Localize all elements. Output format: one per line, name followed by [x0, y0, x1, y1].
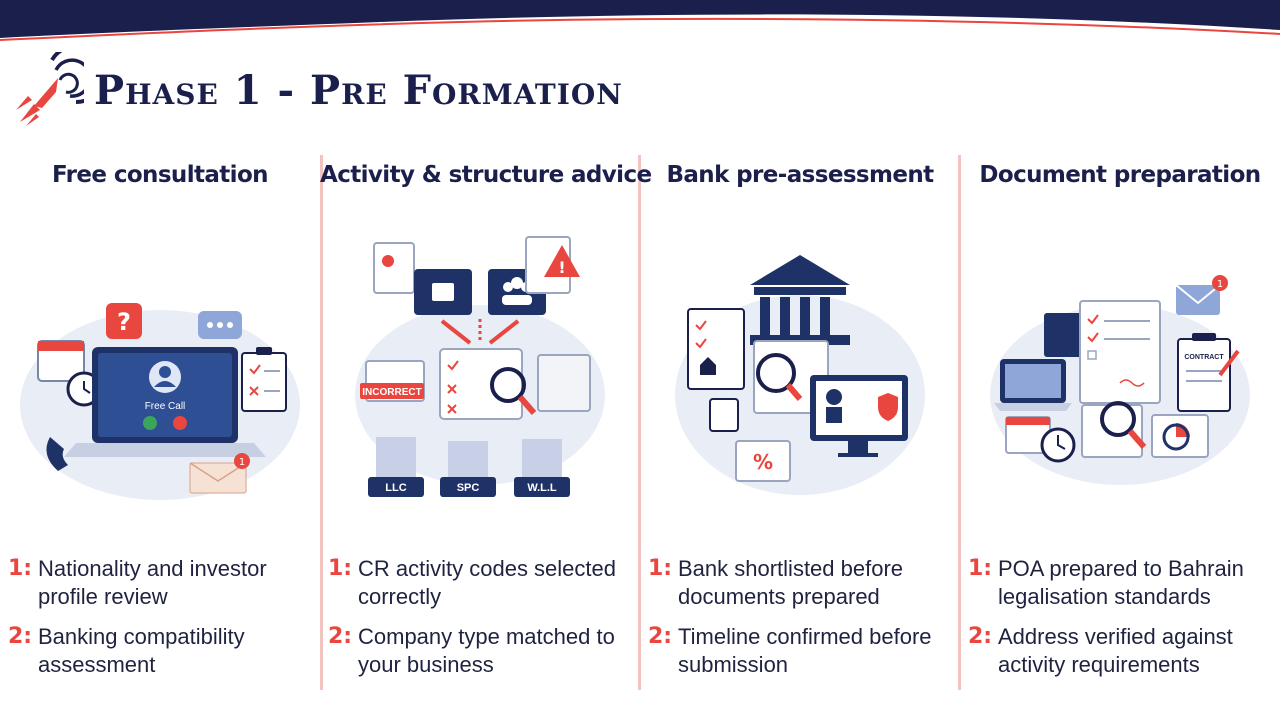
point-number: 2:	[968, 624, 993, 649]
point-number: 2:	[648, 624, 673, 649]
column-divider	[958, 155, 961, 690]
list-item: 1: Nationality and investor profile revi…	[8, 555, 318, 611]
svg-text:!: !	[558, 258, 565, 277]
wll-label: W.L.L	[527, 482, 557, 494]
point-list: 1: CR activity codes selected correctly …	[328, 555, 638, 691]
point-number: 2:	[8, 624, 33, 649]
rocket-logo-icon	[16, 52, 84, 126]
point-list: 1: POA prepared to Bahrain legalisation …	[968, 555, 1278, 691]
free-call-label: Free Call	[145, 401, 186, 412]
notification-badge: 1	[239, 457, 245, 468]
list-item: 1: Bank shortlisted before documents pre…	[648, 555, 958, 611]
column-free-consultation: Free consultation ? Free Call	[0, 150, 320, 695]
list-item: 1: CR activity codes selected correctly	[328, 555, 638, 611]
list-item: 2: Company type matched to your business	[328, 623, 638, 679]
point-text: Address verified against activity requir…	[998, 624, 1233, 677]
header: Phase 1 - Pre Formation	[12, 50, 623, 130]
point-number: 2:	[328, 624, 353, 649]
column-title: Bank pre-assessment	[666, 162, 934, 188]
list-item: 2: Address verified against activity req…	[968, 623, 1278, 679]
column-document-preparation: Document preparation 1 CONTRACT	[960, 150, 1280, 695]
point-list: 1: Bank shortlisted before documents pre…	[648, 555, 958, 691]
point-text: Nationality and investor profile review	[38, 556, 267, 609]
point-text: Banking compatibility assessment	[38, 624, 245, 677]
column-title: Document preparation	[979, 162, 1261, 188]
point-text: Bank shortlisted before documents prepar…	[678, 556, 904, 609]
spc-label: SPC	[457, 482, 480, 494]
point-text: Timeline confirmed before submission	[678, 624, 932, 677]
point-number: 1:	[968, 556, 993, 581]
point-text: Company type matched to your business	[358, 624, 615, 677]
column-title: Free consultation	[52, 162, 269, 188]
point-number: 1:	[8, 556, 33, 581]
llc-label: LLC	[385, 482, 406, 494]
point-number: 1:	[328, 556, 353, 581]
percent-label: %	[753, 450, 773, 474]
incorrect-label: INCORRECT	[362, 387, 421, 398]
structure-advice-illustration: ! INCORRECT LLC SPC W.L.L	[355, 236, 605, 497]
document-preparation-illustration: 1 CONTRACT	[990, 275, 1250, 485]
column-bank-pre-assessment: Bank pre-assessment %	[640, 150, 960, 695]
contract-label: CONTRACT	[1184, 354, 1224, 361]
list-item: 2: Timeline confirmed before submission	[648, 623, 958, 679]
point-list: 1: Nationality and investor profile revi…	[8, 555, 318, 691]
list-item: 2: Banking compatibility assessment	[8, 623, 318, 679]
svg-text:?: ?	[117, 308, 131, 336]
phase-columns: Free consultation ? Free Call	[0, 150, 1280, 695]
point-number: 1:	[648, 556, 673, 581]
list-item: 1: POA prepared to Bahrain legalisation …	[968, 555, 1278, 611]
free-call-illustration: ? Free Call 1	[20, 303, 300, 500]
point-text: CR activity codes selected correctly	[358, 556, 616, 609]
bank-assessment-illustration: %	[675, 255, 925, 495]
notification-badge: 1	[1217, 279, 1223, 290]
column-activity-structure: Activity & structure advice ! INCORR	[320, 150, 652, 695]
column-divider	[638, 155, 641, 690]
top-wave-band	[0, 0, 1280, 41]
page-title: Phase 1 - Pre Formation	[94, 66, 623, 114]
column-title: Activity & structure advice	[320, 162, 652, 188]
column-divider	[320, 155, 323, 690]
point-text: POA prepared to Bahrain legalisation sta…	[998, 556, 1244, 609]
